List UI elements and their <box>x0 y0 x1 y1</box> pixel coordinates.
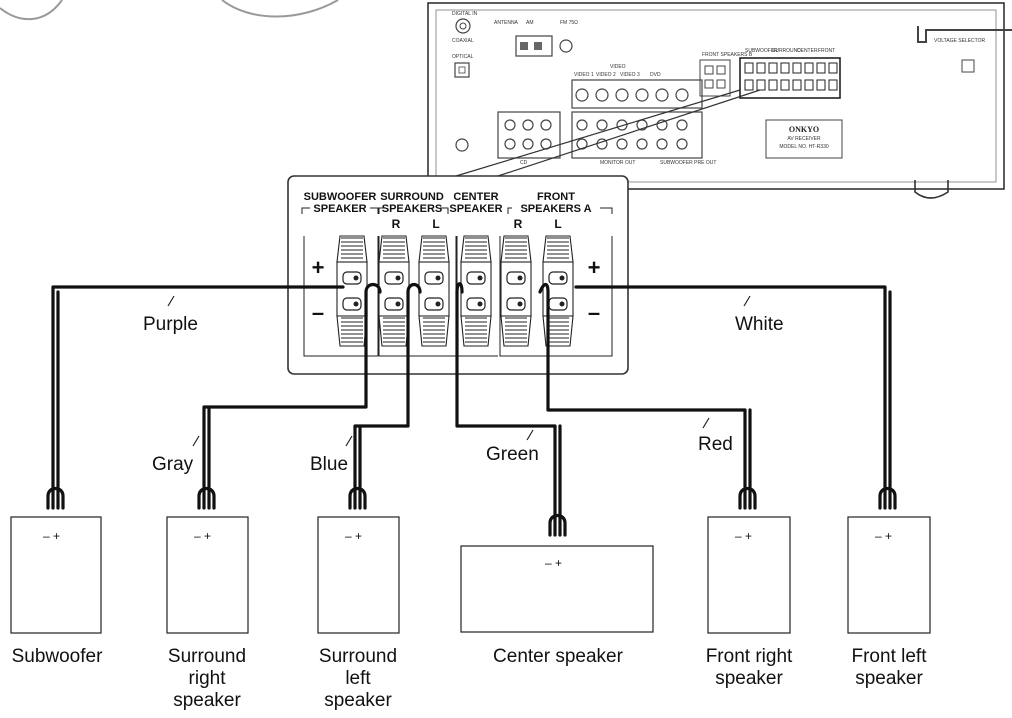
channel-front-r: R <box>514 217 523 231</box>
label-video: VIDEO <box>610 64 626 70</box>
caption-surround-left-3: speaker <box>324 690 392 711</box>
header-center-line2: SPEAKER <box>449 203 502 215</box>
receiver-back-panel: DIGITAL IN COAXIAL OPTICAL ANTENNA AM FM… <box>427 2 1012 199</box>
speaker-surround-left-box <box>317 516 400 634</box>
svg-text:SUBWOOFER: SUBWOOFER <box>745 48 778 54</box>
wire-label-purple: Purple <box>143 314 198 335</box>
wire-label-white: White <box>735 314 784 335</box>
label-subwoofer-pre-out: SUBWOOFER PRE OUT <box>660 160 716 166</box>
polarity-front-right: – + <box>735 529 752 543</box>
minus-sign-left: – <box>312 300 324 325</box>
svg-text:DVD: DVD <box>650 72 661 78</box>
header-center-line1: CENTER <box>453 191 498 203</box>
label-coaxial: COAXIAL <box>452 38 474 44</box>
speaker-center-box <box>460 545 654 633</box>
caption-front-right-1: Front right <box>706 646 793 667</box>
header-front-line1: FRONT <box>537 191 575 203</box>
speaker-wires <box>51 282 892 537</box>
caption-surround-left-2: left <box>345 668 371 689</box>
polarity-center: – + <box>545 556 562 570</box>
brand-logo-text: ONKYO <box>789 125 819 134</box>
caption-front-left-1: Front left <box>852 646 928 667</box>
terminal-post-surround-right <box>378 235 410 347</box>
header-surround-line1: SURROUND <box>380 191 444 203</box>
polarity-surround-left: – + <box>345 529 362 543</box>
group-brackets <box>301 207 613 214</box>
caption-surround-right-2: right <box>189 668 227 689</box>
plus-sign-left: + <box>312 255 325 280</box>
wire-label-leaders <box>167 295 751 447</box>
speaker-subwoofer-box <box>10 516 102 634</box>
wire-surround-left <box>353 282 422 510</box>
label-monitor-out: MONITOR OUT <box>600 160 635 166</box>
receiver-foot <box>914 180 949 199</box>
label-am: AM <box>526 20 534 26</box>
svg-text:FRONT: FRONT <box>818 48 835 54</box>
speaker-front-right-box <box>707 516 791 634</box>
wire-front-left <box>574 285 892 510</box>
caption-surround-right-1: Surround <box>168 646 246 667</box>
svg-text:VIDEO 3: VIDEO 3 <box>620 72 640 78</box>
terminal-posts <box>336 235 574 347</box>
terminal-post-center <box>460 235 492 347</box>
channel-front-l: L <box>554 217 561 231</box>
header-front-line2: SPEAKERS A <box>520 203 591 215</box>
svg-text:VIDEO 2: VIDEO 2 <box>596 72 616 78</box>
header-subwoofer-line1: SUBWOOFER <box>304 191 377 203</box>
polarity-subwoofer: – + <box>43 529 60 543</box>
label-fm: FM 75Ω <box>560 20 578 26</box>
plus-sign-right: + <box>588 255 601 280</box>
svg-text:VIDEO 1: VIDEO 1 <box>574 72 594 78</box>
label-optical: OPTICAL <box>452 54 474 60</box>
channel-surround-l: L <box>432 217 439 231</box>
speaker-front-left-box <box>847 516 931 634</box>
label-voltage-selector: VOLTAGE SELECTOR <box>934 38 986 44</box>
polarity-surround-right: – + <box>194 529 211 543</box>
label-cd: CD <box>520 160 528 166</box>
decorative-arcs <box>0 0 339 21</box>
video-jack-row <box>571 79 703 109</box>
wire-label-blue: Blue <box>310 454 348 475</box>
caption-subwoofer: Subwoofer <box>12 646 104 667</box>
header-surround-line2: SPEAKERS <box>382 203 443 215</box>
audio-jack-field <box>497 111 703 159</box>
speaker-boxes <box>10 516 931 634</box>
model-text: MODEL NO. HT-R330 <box>779 144 828 150</box>
wire-front-right <box>538 282 752 510</box>
svg-text:CENTER: CENTER <box>797 48 818 54</box>
power-cord <box>917 26 1012 43</box>
label-antenna: ANTENNA <box>494 20 519 26</box>
header-subwoofer-line2: SPEAKER <box>313 203 366 215</box>
wire-surround-right <box>202 282 382 510</box>
caption-surround-left-1: Surround <box>319 646 397 667</box>
wire-label-red: Red <box>698 434 733 455</box>
svg-text:SURROUND: SURROUND <box>772 48 801 54</box>
polarity-front-left: – + <box>875 529 892 543</box>
caption-surround-right-3: speaker <box>173 690 241 711</box>
wire-subwoofer <box>51 285 345 510</box>
front-speakers-b-terminals <box>699 59 731 97</box>
terminal-post-front-right <box>500 235 532 347</box>
wire-label-gray: Gray <box>152 454 194 475</box>
mini-speaker-terminals <box>739 57 841 99</box>
wire-label-green: Green <box>486 444 539 465</box>
caption-front-left-2: speaker <box>855 668 923 689</box>
product-text: AV RECEIVER <box>787 136 821 142</box>
caption-center: Center speaker <box>493 646 624 667</box>
minus-sign-right: – <box>588 300 600 325</box>
speaker-surround-right-box <box>166 516 249 634</box>
label-front-speakers-b: FRONT SPEAKERS B <box>702 52 753 58</box>
terminal-block-zoom: SUBWOOFER SPEAKER SURROUND SPEAKERS CENT… <box>287 175 629 375</box>
channel-surround-r: R <box>392 217 401 231</box>
terminal-post-surround-left <box>418 235 450 347</box>
terminal-post-subwoofer <box>336 235 368 347</box>
wire-loops <box>46 486 897 537</box>
caption-front-right-2: speaker <box>715 668 783 689</box>
label-digital-in: DIGITAL IN <box>452 11 478 17</box>
zoom-guide-lines <box>455 89 761 177</box>
